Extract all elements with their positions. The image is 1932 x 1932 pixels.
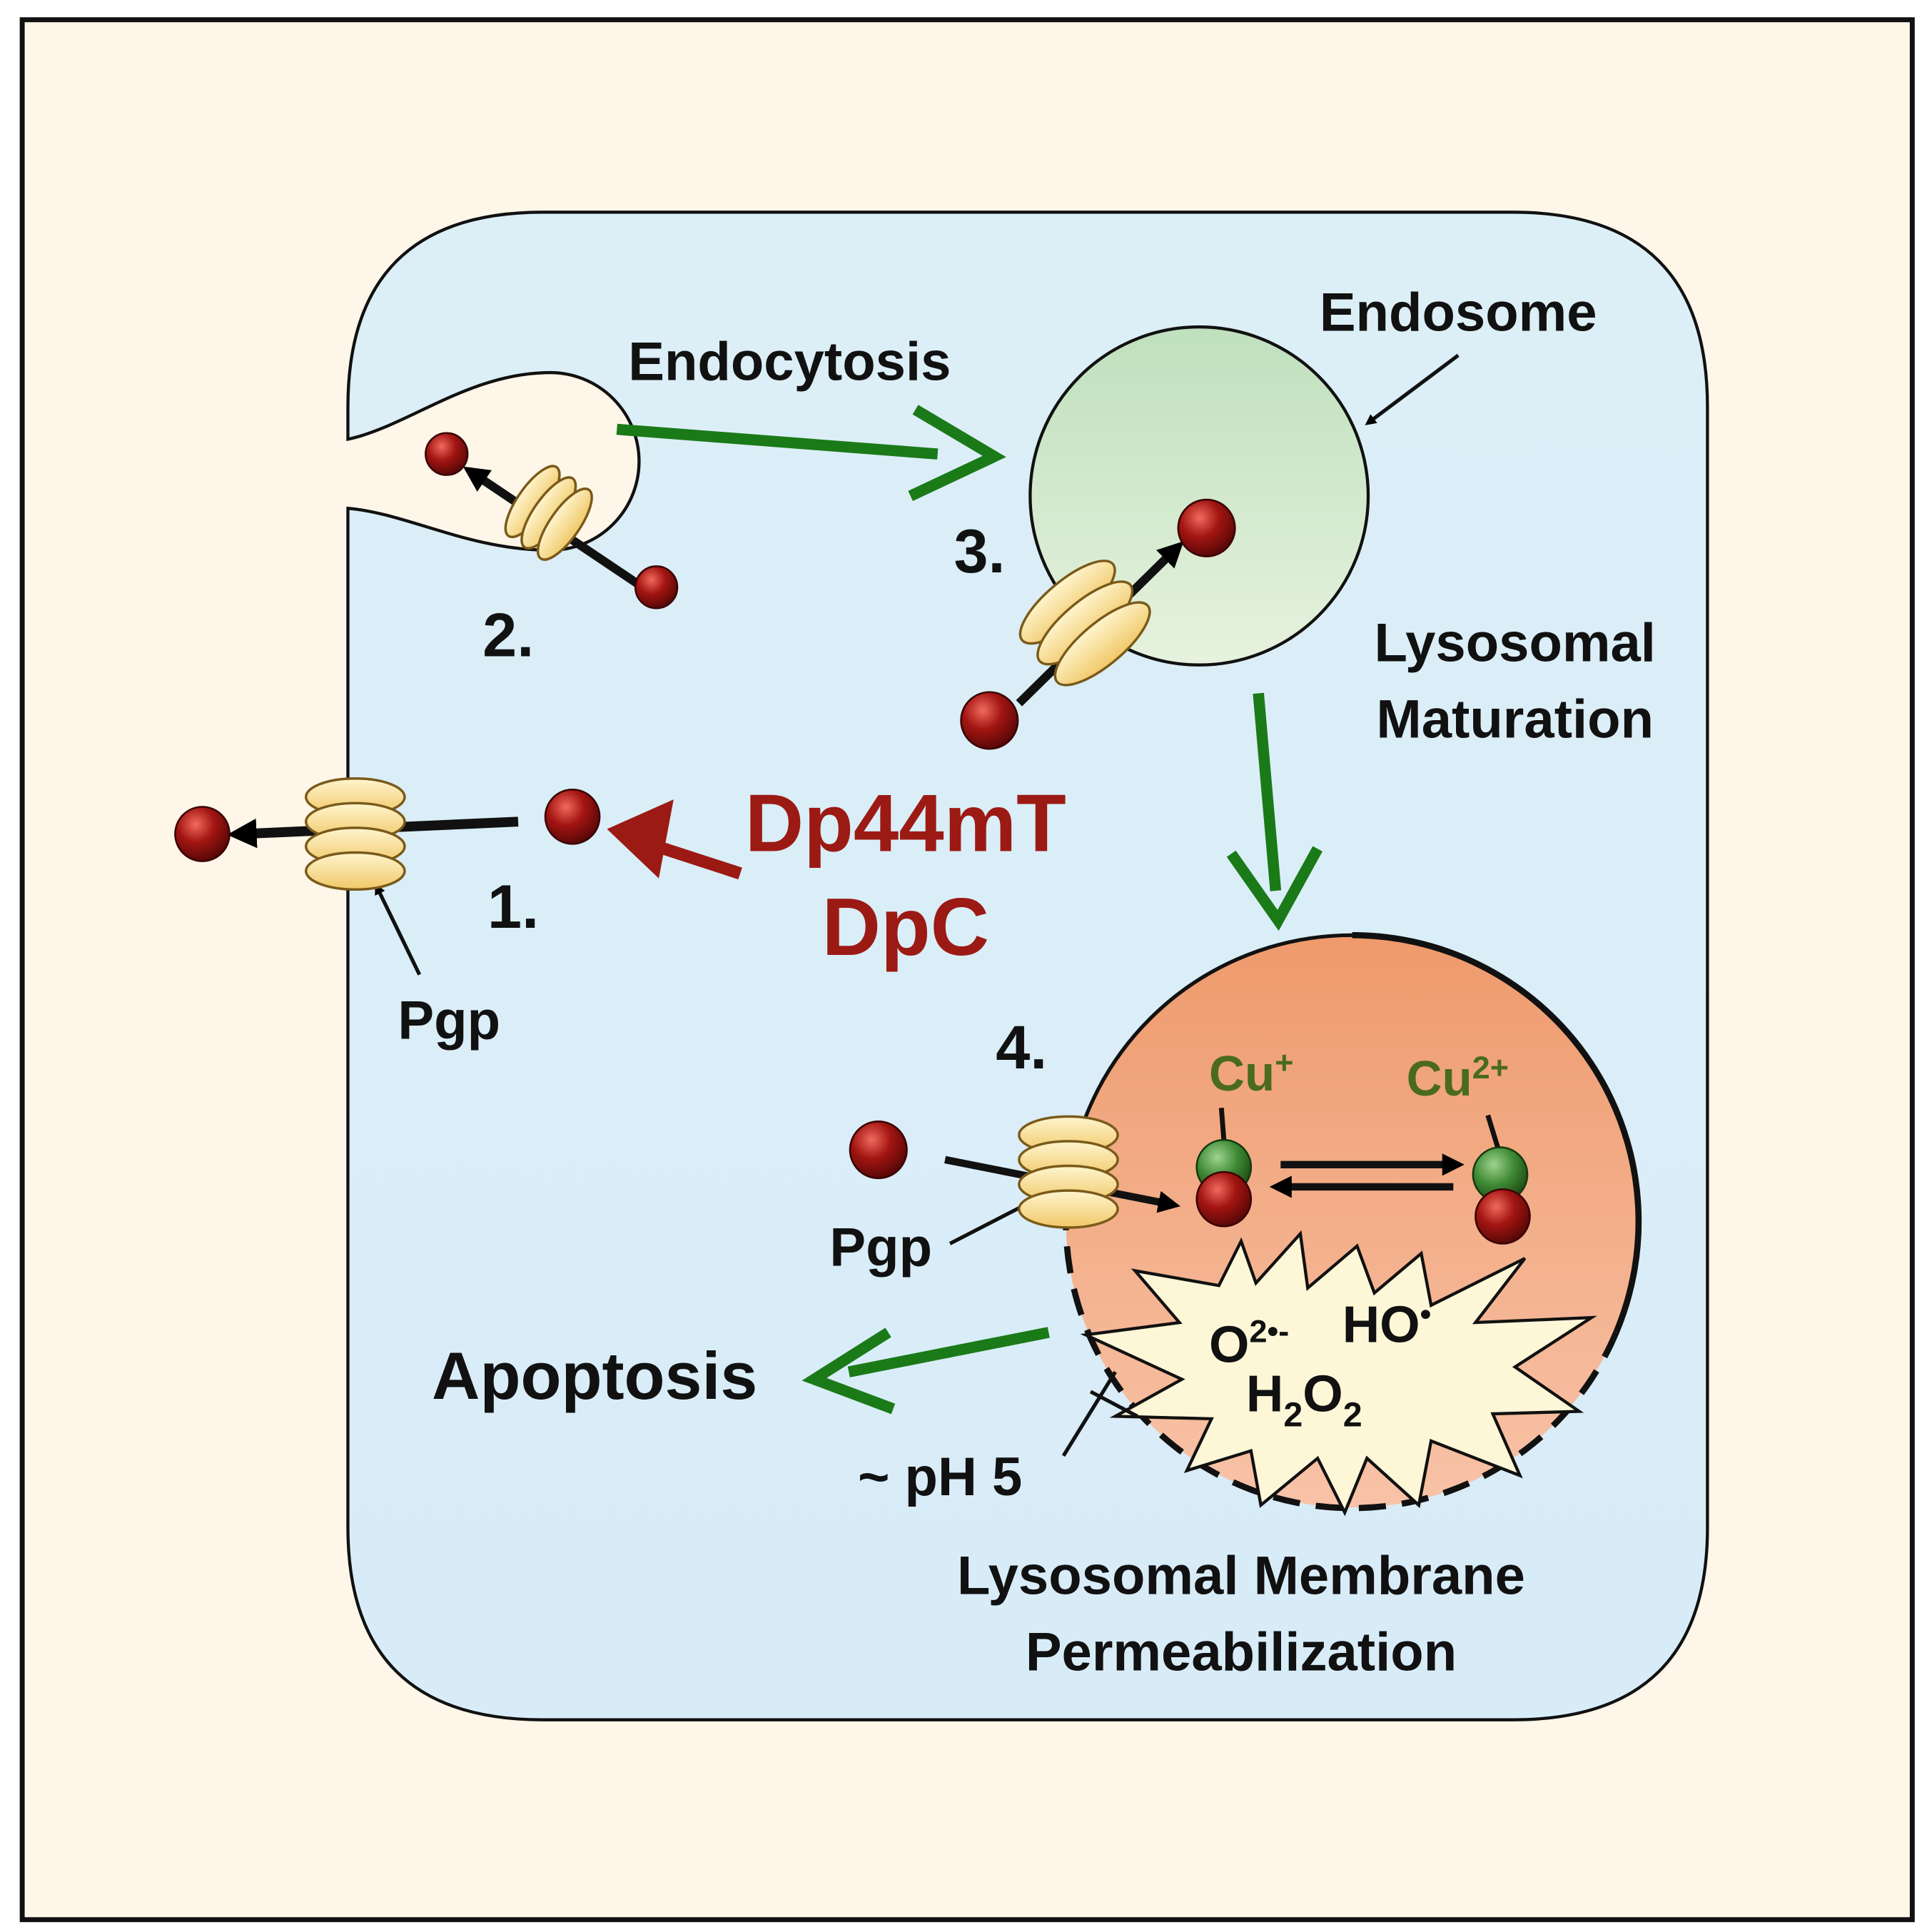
drug-label-dp44mt: Dp44mT [745, 779, 1066, 869]
drug-molecule-endosome [1177, 498, 1236, 557]
arrow-drug-entry [607, 799, 742, 880]
ph-pointer-tick [1089, 1390, 1138, 1418]
lmp-label-line2: Permeabilization [1026, 1622, 1457, 1683]
pgp-transporter-1 [304, 777, 406, 891]
cu-plus-label: Cu+ [1209, 1044, 1293, 1101]
pgp-pointer-top [375, 883, 422, 976]
pgp-pointer-lysosome [949, 1199, 1037, 1245]
lmp-label-line1: Lysosomal Membrane [957, 1545, 1525, 1606]
ph-label: ~ pH 5 [858, 1447, 1022, 1507]
step-1-label: 1. [487, 873, 539, 941]
endosome-pointer [1365, 353, 1460, 425]
hydrogen-peroxide-label: H2O2 [1246, 1365, 1362, 1435]
drug-molecule-cytosol [544, 789, 601, 845]
hydroxyl-label: HO• [1342, 1296, 1432, 1354]
arrow-maturation [1226, 692, 1322, 931]
superoxide-label: O2•- [1209, 1313, 1289, 1374]
ph-pointer [1061, 1370, 1117, 1457]
endosome-label: Endosome [1320, 282, 1597, 343]
ros-starburst [1080, 1230, 1597, 1517]
endocytosis-label: Endocytosis [628, 331, 951, 392]
arrow-apoptosis [801, 1327, 1050, 1415]
drug-molecule-effluxed [174, 806, 231, 862]
lysosomal-maturation-label-line1: Lysosomal [1374, 613, 1655, 674]
drug-molecule-vesicle [425, 432, 469, 476]
pgp-transporter-2 [504, 465, 593, 561]
step-2-label: 2. [482, 602, 534, 670]
pgp-label-top: Pgp [398, 990, 500, 1051]
step-4-label: 4. [996, 1013, 1047, 1082]
pgp-transporter-3 [1018, 560, 1151, 687]
drug-molecule-outside-endosome [960, 691, 1019, 750]
lysosomal-maturation-label-line2: Maturation [1376, 689, 1654, 750]
drug-molecule-outside-lysosome [849, 1121, 908, 1180]
drug-label-dpc: DpC [822, 882, 989, 973]
endosome [1028, 325, 1370, 667]
step-3-label: 3. [954, 517, 1005, 586]
lysosome-membrane-intact [1352, 931, 1642, 1334]
cu-two-plus-label: Cu2+ [1407, 1049, 1509, 1106]
pgp-label-lysosome: Pgp [829, 1218, 932, 1278]
drug-molecule-near-vesicle [634, 565, 679, 610]
arrow-endocytosis [616, 405, 1006, 501]
apoptosis-label: Apoptosis [432, 1339, 757, 1413]
copper-complex-cu1 [1195, 1108, 1253, 1228]
pgp-transporter-4 [1018, 1115, 1119, 1229]
lysosome-membrane-damaged [1063, 1221, 1619, 1512]
copper-complex-cu2 [1472, 1114, 1531, 1245]
